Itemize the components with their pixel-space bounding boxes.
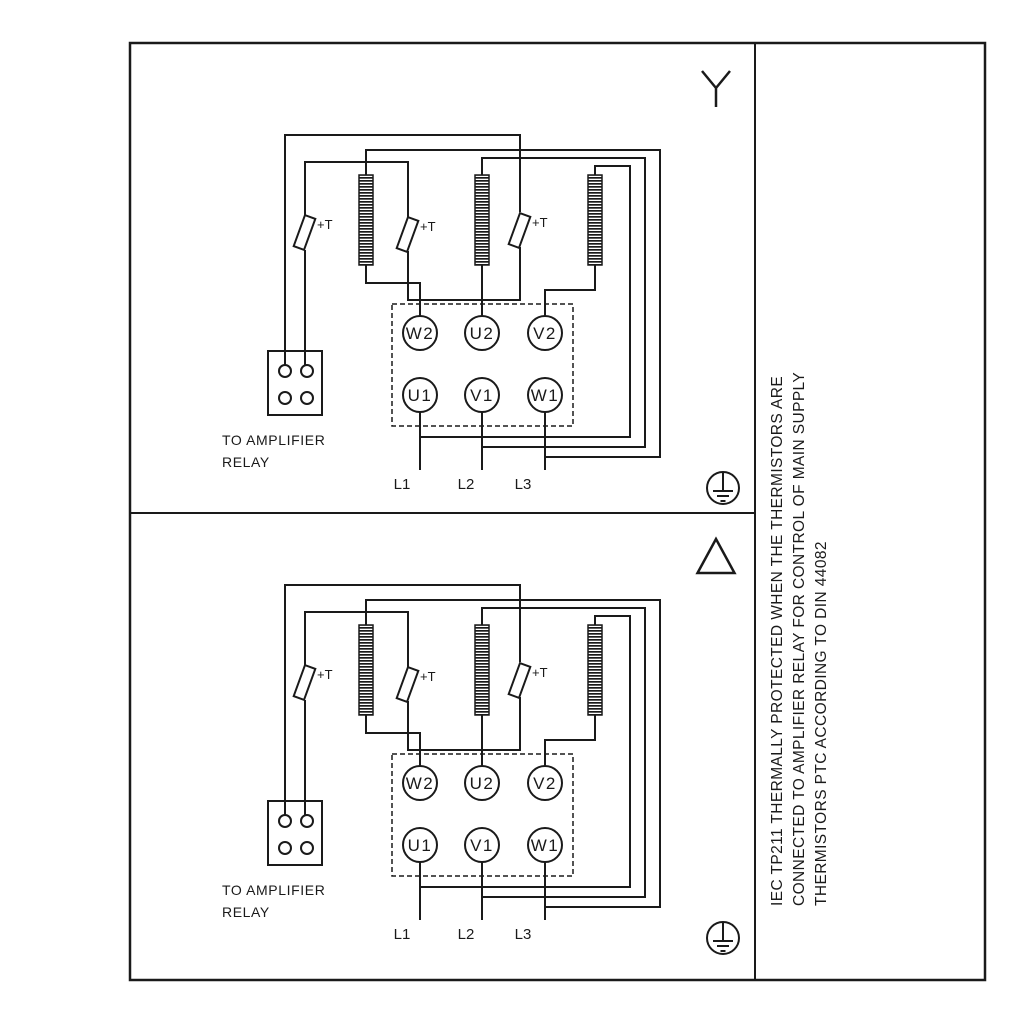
thermistor-label: +T — [420, 669, 436, 684]
terminal-label-u2: U2 — [470, 324, 495, 343]
phase-label-l3: L3 — [515, 476, 532, 493]
side-note-line1: IEC TP211 THERMALLY PROTECTED WHEN THE T… — [769, 376, 786, 906]
terminal-label-u1: U1 — [408, 386, 433, 405]
terminal-label-v2: V2 — [533, 774, 557, 793]
thermistor-label: +T — [317, 217, 333, 232]
terminal-label-u1: U1 — [408, 836, 433, 855]
thermistor-label: +T — [532, 215, 548, 230]
terminal-label-w2: W2 — [406, 774, 435, 793]
thermistor-label: +T — [420, 219, 436, 234]
relay-note-line2: RELAY — [222, 454, 270, 470]
side-note-line3: THERMISTORS PTC ACCORDING TO DIN 44082 — [813, 541, 830, 906]
relay-note-line1: TO AMPLIFIER — [222, 432, 325, 448]
star-connection-icon — [701, 70, 731, 107]
delta-connection-icon — [695, 536, 737, 575]
relay-note-line2: RELAY — [222, 904, 270, 920]
side-note-line2: CONNECTED TO AMPLIFIER RELAY FOR CONTROL… — [791, 372, 808, 906]
phase-label-l3: L3 — [515, 926, 532, 943]
terminal-label-w1: W1 — [531, 386, 560, 405]
diagram-border — [128, 41, 987, 982]
phase-label-l1: L1 — [394, 476, 411, 493]
terminal-label-u2: U2 — [470, 774, 495, 793]
phase-label-l2: L2 — [458, 476, 475, 493]
terminal-label-v1: V1 — [470, 836, 494, 855]
terminal-label-v2: V2 — [533, 324, 557, 343]
thermistor-label: +T — [317, 667, 333, 682]
thermistor-label: +T — [532, 665, 548, 680]
terminal-label-w2: W2 — [406, 324, 435, 343]
terminal-label-w1: W1 — [531, 836, 560, 855]
phase-label-l1: L1 — [394, 926, 411, 943]
terminal-label-v1: V1 — [470, 386, 494, 405]
phase-label-l2: L2 — [458, 926, 475, 943]
relay-note-line1: TO AMPLIFIER — [222, 882, 325, 898]
